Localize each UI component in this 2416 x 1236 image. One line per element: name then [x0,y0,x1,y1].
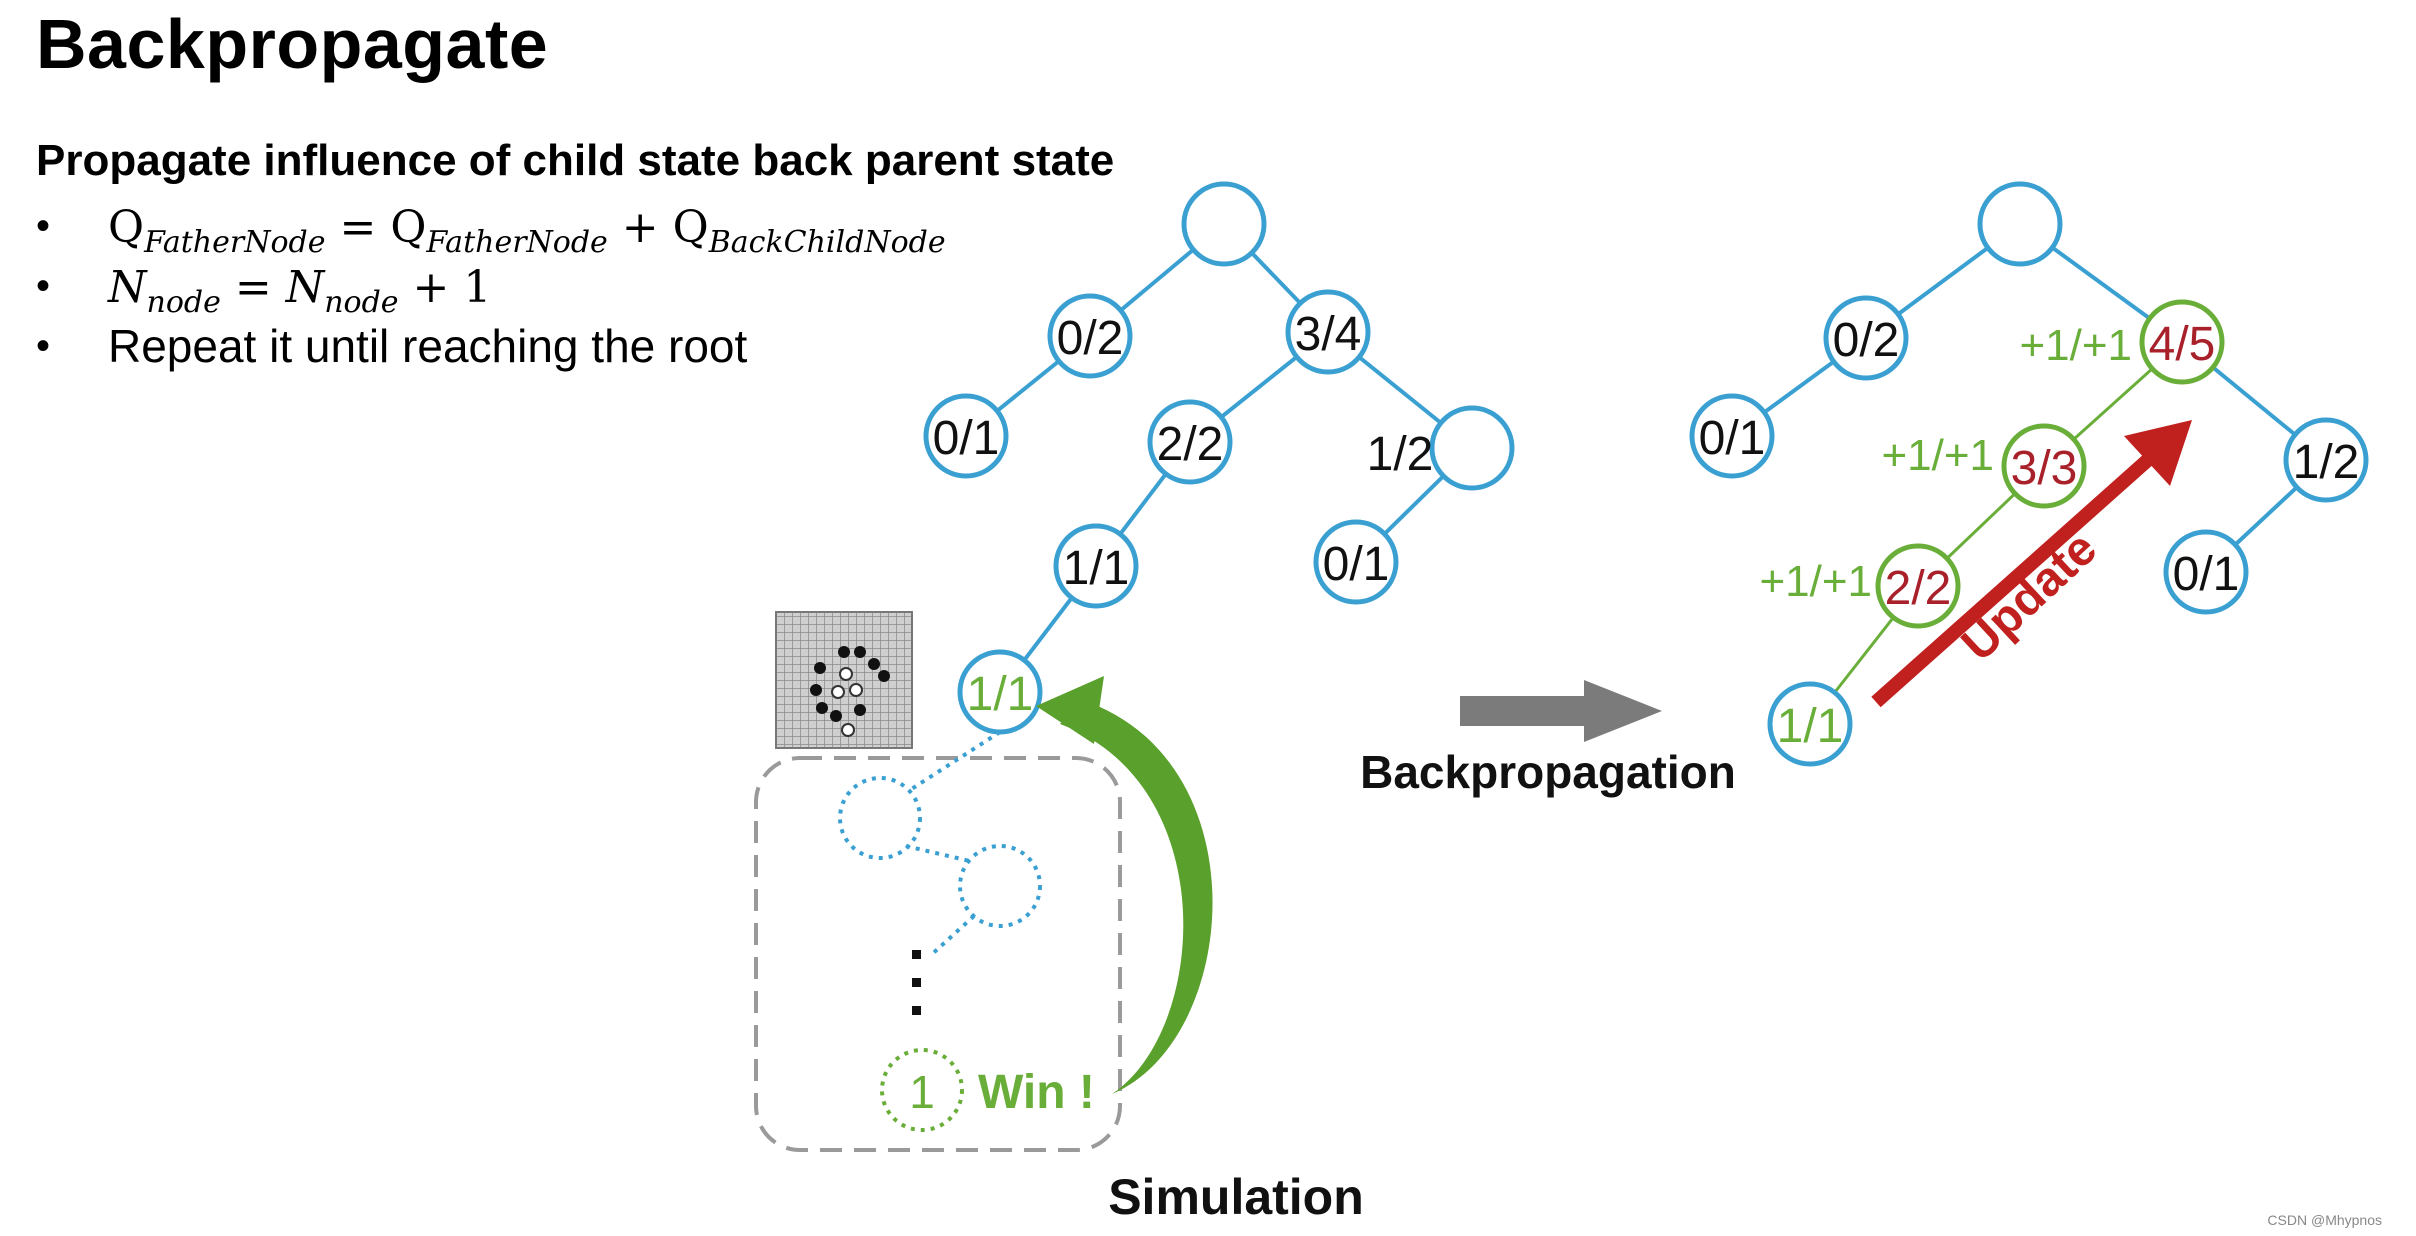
sim-node-1 [838,776,922,860]
right-node-0-2 [1823,295,1909,381]
bullet-dot-icon: • [36,204,51,248]
increment-3-3: +1/+1 [1881,431,1994,480]
left-leaf-label: 1/1 [967,668,1034,721]
right-leaf-node [1767,681,1853,767]
left-node-0-2-label: 0/2 [1057,312,1124,365]
right-node-4-5-label: 4/5 [2149,318,2216,371]
right-node-2-2 [1875,543,1961,629]
simulation-caption: Simulation [1108,1169,1364,1225]
bullet-repeat: • Repeat it until reaching the root [36,316,946,376]
right-node-3-3-label: 3/3 [2011,442,2078,495]
update-label: Update [1952,522,2107,672]
update-arrow-icon [1871,420,2192,708]
left-node-0-2 [1047,293,1133,379]
n-update-formula: Nnode = Nnode + 1 [108,262,492,320]
win-label: Win ! [978,1066,1095,1119]
footer-credit: CSDN @Mhypnos [2267,1212,2382,1228]
right-node-0-1b [2163,529,2249,615]
increment-4-5: +1/+1 [2019,321,2132,370]
left-node-1-1 [1053,523,1139,609]
green-return-arrow [1036,676,1213,1094]
left-node-1-2 [1429,405,1515,491]
right-tree-nodes [1689,181,2369,767]
q-update-formula: QFatherNode = QFatherNode + QBackChildNo… [108,202,946,260]
left-node-0-1-label: 0/1 [933,412,1000,465]
bullet-dot-icon: • [36,264,51,308]
sim-node-2 [958,844,1042,928]
bullet-repeat-text: Repeat it until reaching the root [108,320,748,372]
bullet-n-update: • Nnode = Nnode + 1 [36,256,946,320]
right-node-0-2-label: 0/2 [1833,314,1900,367]
sim-terminal-label: 1 [909,1066,935,1118]
left-node-2-2-label: 2/2 [1157,418,1224,471]
simulation-box: 1 Win ! [754,730,1122,1152]
slide-subtitle: Propagate influence of child state back … [36,136,1115,185]
bullet-list: • QFatherNode = QFatherNode + QBackChild… [36,196,946,376]
right-node-1-2 [2283,417,2369,503]
left-node-0-1 [923,393,1009,479]
increment-2-2: +1/+1 [1759,557,1872,606]
game-board-icon [775,611,913,749]
right-node-1-2-label: 1/2 [2293,436,2360,489]
right-node-2-2-label: 2/2 [1885,562,1952,615]
backpropagation-label: Backpropagation [1360,746,1736,798]
right-node-3-3 [2001,423,2087,509]
sim-terminal-node [880,1048,964,1132]
left-tree-nodes [923,181,1515,735]
bullet-q-update: • QFatherNode = QFatherNode + QBackChild… [36,196,946,260]
backprop-arrow-icon [1460,680,1662,742]
right-node-0-1 [1689,393,1775,479]
left-node-3-4 [1285,289,1371,375]
left-root-node [1181,181,1267,267]
right-node-0-1-label: 0/1 [1699,412,1766,465]
left-node-0-1b-label: 0/1 [1323,538,1390,591]
left-node-2-2 [1147,399,1233,485]
left-node-0-1b [1313,519,1399,605]
left-node-1-1-label: 1/1 [1063,542,1130,595]
bullet-dot-icon: • [36,324,51,368]
left-node-3-4-label: 3/4 [1295,308,1362,361]
right-node-4-5 [2139,299,2225,385]
right-root-node [1977,181,2063,267]
left-node-1-2-label: 1/2 [1367,428,1434,481]
right-leaf-label: 1/1 [1777,700,1844,753]
right-node-0-1b-label: 0/1 [2173,548,2240,601]
slide-title: Backpropagate [36,5,549,83]
